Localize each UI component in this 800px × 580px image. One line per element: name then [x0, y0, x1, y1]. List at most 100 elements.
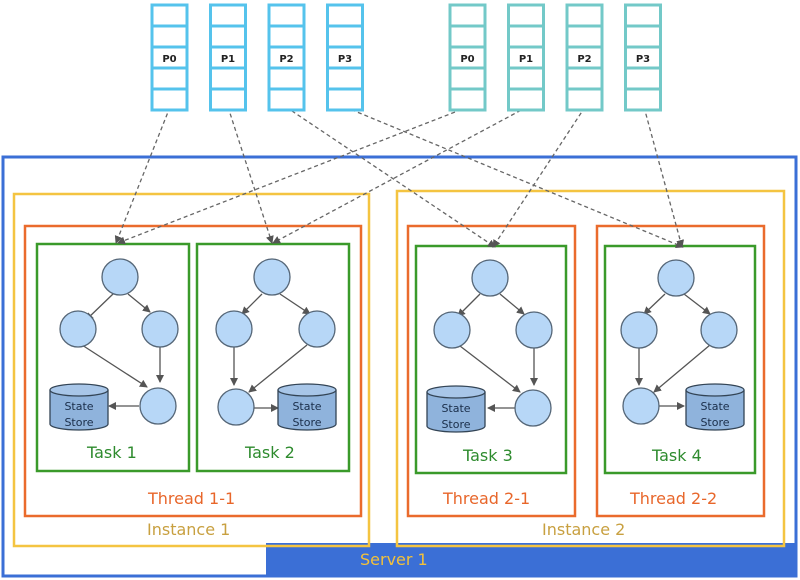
processor-node [101, 258, 139, 296]
assignment-arrow [272, 106, 528, 244]
store-label: Store [64, 416, 93, 429]
log-segment [565, 24, 604, 49]
task-label: Task 1 [86, 443, 137, 462]
task-label: Task 4 [651, 446, 702, 465]
partition-assignment-arrows [114, 106, 685, 249]
partition-label: P0 [162, 54, 176, 65]
partition-log: P3 [624, 3, 662, 112]
log-segment [448, 24, 487, 49]
assignment-arrow [117, 106, 469, 245]
log-segment [565, 87, 604, 112]
partition-log: P0 [448, 3, 487, 112]
processor-node [433, 311, 471, 349]
processor-node [298, 310, 336, 348]
processor-node [139, 387, 177, 425]
thread-label: Thread 2-2 [629, 489, 717, 508]
store-label: State [64, 400, 93, 413]
partition-label: P1 [221, 54, 235, 65]
processor-node [253, 258, 291, 296]
state-store-icon: State Store [426, 385, 486, 433]
log-segment [448, 87, 487, 112]
processor-node [515, 311, 553, 349]
log-segment [150, 66, 189, 91]
assignment-arrow [227, 106, 274, 244]
server-label: Server 1 [360, 550, 428, 569]
assignment-arrow [114, 106, 171, 244]
log-segment [209, 24, 247, 49]
log-segment [507, 24, 545, 49]
log-segment [326, 66, 364, 91]
log-segment [624, 3, 662, 28]
thread-label: Thread 1-1 [147, 489, 235, 508]
task-1: Task 1 State Store [35, 242, 191, 473]
log-segment [624, 24, 662, 49]
task-4: Task 4 State Store [603, 244, 757, 475]
task-box [35, 242, 191, 473]
thread-box [406, 224, 577, 518]
log-segment [326, 24, 364, 49]
topic-partitions: P0 P1 P2 P3 P0 P1 P2 P3 [150, 3, 662, 112]
log-segment [267, 87, 306, 112]
instance-box [395, 189, 786, 548]
store-label: State [700, 400, 729, 413]
state-store-icon: State Store [685, 383, 745, 431]
task-3: Task 3 State Store [414, 244, 568, 475]
processor-node [622, 387, 660, 425]
partition-label: P2 [279, 54, 293, 65]
partition-label: P2 [577, 54, 591, 65]
log-segment [209, 66, 247, 91]
state-store-icon: State Store [277, 383, 337, 431]
partition-log: P2 [267, 3, 306, 112]
task-box [195, 242, 351, 473]
log-segment [565, 66, 604, 91]
processor-node [514, 389, 552, 427]
processor-node [59, 310, 97, 348]
processor-node [141, 310, 179, 348]
processor-node [215, 310, 253, 348]
partition-label: P0 [460, 54, 474, 65]
store-label: Store [700, 416, 729, 429]
log-segment [507, 3, 545, 28]
thread-label: Thread 2-1 [442, 489, 530, 508]
store-label: State [292, 400, 321, 413]
thread-box [595, 224, 766, 518]
thread-box [23, 224, 363, 518]
processor-node [700, 311, 738, 349]
task-label: Task 2 [244, 443, 295, 462]
partition-log: P3 [326, 3, 364, 112]
log-segment [507, 66, 545, 91]
log-segment [507, 87, 545, 112]
partition-log: P1 [507, 3, 545, 112]
partition-label: P3 [338, 54, 352, 65]
processor-node [471, 259, 509, 297]
log-segment [448, 66, 487, 91]
log-segment [326, 87, 364, 112]
log-segment [565, 3, 604, 28]
log-segment [209, 87, 247, 112]
processor-node [620, 311, 658, 349]
task-label: Task 3 [462, 446, 513, 465]
store-label: Store [292, 416, 321, 429]
server-label-band [266, 543, 796, 576]
log-segment [150, 87, 189, 112]
instance-box [12, 192, 371, 548]
instance-label: Instance 2 [542, 520, 625, 539]
log-segment [448, 3, 487, 28]
log-segment [624, 66, 662, 91]
log-segment [326, 3, 364, 28]
assignment-arrow [643, 106, 685, 248]
partition-log: P0 [150, 3, 189, 112]
assignment-arrow [344, 106, 684, 249]
log-segment [267, 24, 306, 49]
store-label: Store [441, 418, 470, 431]
task-2: Task 2 State Store [195, 242, 351, 473]
processor-node [217, 388, 255, 426]
instance-label: Instance 1 [147, 520, 230, 539]
server-box [1, 155, 798, 578]
log-segment [624, 87, 662, 112]
log-segment [150, 24, 189, 49]
partition-label: P1 [519, 54, 533, 65]
partition-log: P1 [209, 3, 247, 112]
